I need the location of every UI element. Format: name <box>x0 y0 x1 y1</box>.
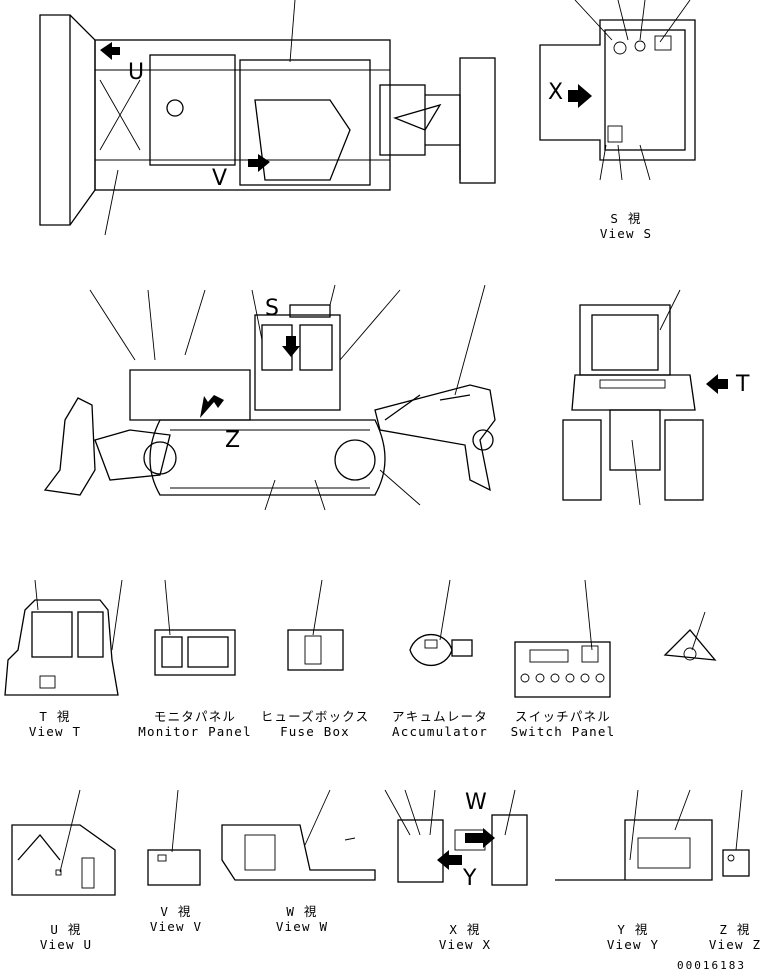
view-x-en: View X <box>438 937 492 952</box>
switch-panel-jp: スイッチパネル <box>515 709 611 724</box>
view-v-jp: V 視 <box>160 904 192 919</box>
view-s-en: View S <box>599 226 653 241</box>
view-t-drawing <box>4 579 123 696</box>
decal-drawing <box>663 611 717 661</box>
fuse-box-label: ヒューズボックス Fuse Box <box>261 709 370 739</box>
side-view-drawing <box>43 284 496 511</box>
view-t-jp: T 視 <box>39 709 71 724</box>
view-t-label: T 視 View T <box>29 709 81 739</box>
monitor-panel-en: Monitor Panel <box>138 724 252 739</box>
monitor-panel-label: モニタパネル Monitor Panel <box>138 709 251 739</box>
letter-x: X <box>548 80 564 105</box>
switch-panel-label: スイッチパネル Switch Panel <box>511 709 616 739</box>
view-z-label: Z 視 View Z <box>709 922 760 952</box>
monitor-panel-jp: モニタパネル <box>153 709 237 724</box>
view-z-jp: Z 視 <box>719 922 751 937</box>
accumulator-label: アキュムレータ Accumulator <box>392 709 488 739</box>
document-number: 00016183 <box>677 959 746 972</box>
view-w-drawing <box>221 789 376 881</box>
switch-panel-en: Switch Panel <box>510 724 616 739</box>
view-v-en: View V <box>149 919 203 934</box>
view-z-en: View Z <box>708 937 760 952</box>
view-w-label: W 視 View W <box>276 904 328 934</box>
view-u-drawing <box>11 789 116 896</box>
top-plan-view <box>39 0 496 236</box>
view-v-drawing <box>147 789 201 886</box>
switch-panel-drawing <box>514 579 611 698</box>
view-y-label: Y 視 View Y <box>607 922 659 952</box>
accumulator-jp: アキュムレータ <box>392 709 488 724</box>
view-w-en: View W <box>275 919 329 934</box>
view-s-drawing <box>539 0 696 181</box>
view-t-en: View T <box>28 724 82 739</box>
view-u-en: View U <box>39 937 93 952</box>
view-x-label: X 視 View X <box>439 922 491 952</box>
view-x-jp: X 視 <box>449 922 481 937</box>
view-s-jp: S 視 <box>610 211 642 226</box>
fuse-box-en: Fuse Box <box>280 724 350 739</box>
fuse-box-drawing <box>287 579 344 671</box>
letter-z: Z <box>225 428 241 453</box>
letter-t: T <box>736 372 750 397</box>
view-y-en: View Y <box>606 937 660 952</box>
view-z-drawing <box>722 789 750 877</box>
accumulator-en: Accumulator <box>392 724 488 739</box>
letter-s: S <box>265 296 279 321</box>
rear-view-drawing <box>562 289 728 506</box>
letter-w: W <box>465 790 487 815</box>
letter-y: Y <box>463 866 477 891</box>
view-v-label: V 視 View V <box>150 904 202 934</box>
accumulator-drawing <box>409 579 473 667</box>
view-x-drawing <box>384 789 528 886</box>
letter-u: U <box>128 60 145 85</box>
monitor-panel-drawing <box>154 579 236 676</box>
fuse-box-jp: ヒューズボックス <box>260 709 370 724</box>
letter-v: V <box>212 166 228 191</box>
view-s-label: S 視 View S <box>600 211 652 241</box>
view-w-jp: W 視 <box>286 904 318 919</box>
view-y-jp: Y 視 <box>617 922 649 937</box>
view-u-jp: U 視 <box>50 922 82 937</box>
view-y-drawing <box>555 789 713 881</box>
view-u-label: U 視 View U <box>40 922 92 952</box>
